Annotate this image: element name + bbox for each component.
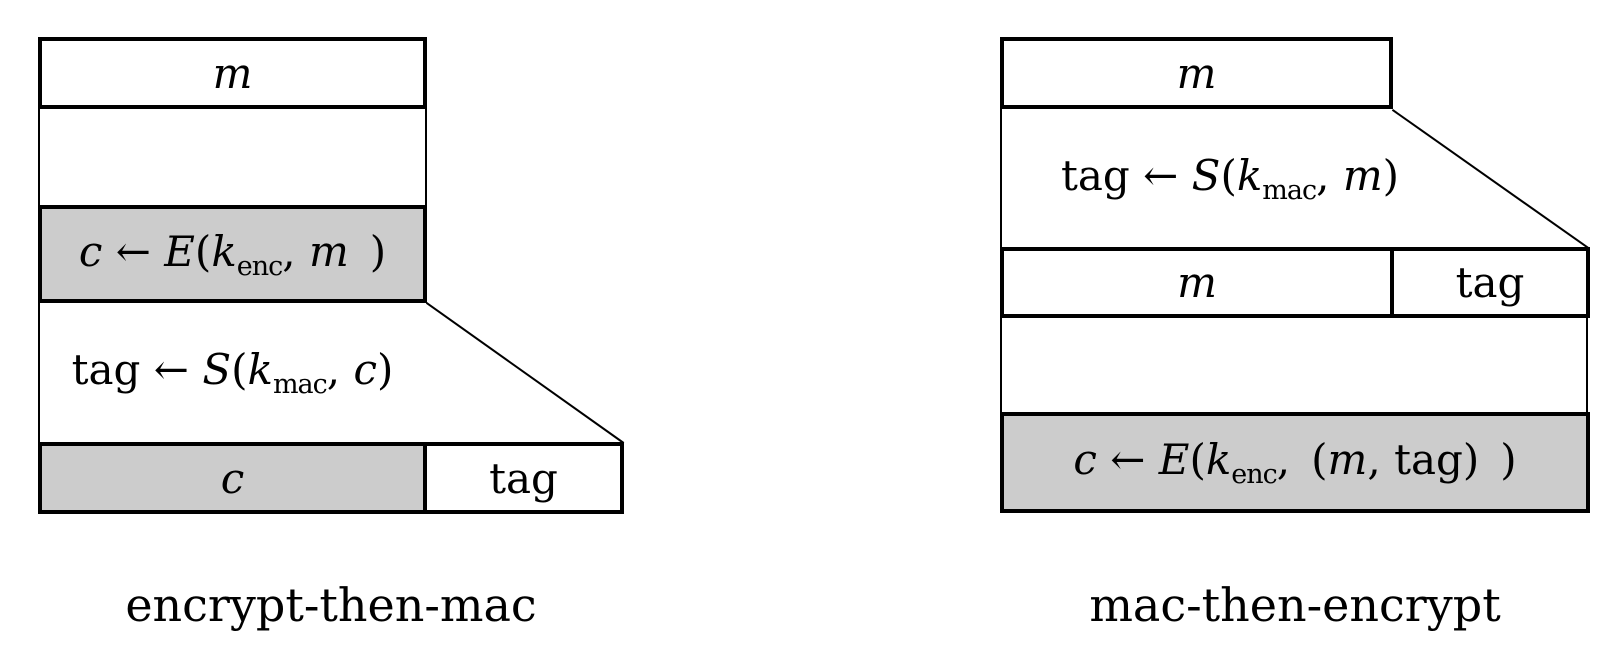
mte-row-tag-label: tag — [1455, 258, 1525, 307]
mte-message-label: m — [1176, 48, 1217, 98]
mte-message-cell: m — [1000, 247, 1394, 318]
mte-caption: mac-then-encrypt — [1089, 578, 1501, 632]
etm-mac-formula: tag ← S(kmac, c) — [71, 345, 394, 400]
etm-gap-walls — [38, 105, 427, 209]
mte-encrypt-step-box: c ← E(kenc, (m, tag) ) — [1000, 412, 1590, 513]
mte-message-box: m — [1000, 37, 1393, 109]
etm-tag-cell: tag — [423, 442, 624, 514]
etm-ciphertext-cell: c — [38, 442, 427, 514]
etm-message-label: m — [212, 48, 253, 98]
mte-gap-walls — [1000, 314, 1588, 416]
mte-mac-region-left-wall — [1000, 108, 1002, 247]
mte-encrypt-formula: c ← E(kenc, (m, tag) ) — [1073, 435, 1517, 490]
etm-encrypt-step-box: c ← E(kenc, m ) — [38, 205, 427, 303]
mte-row-m-label: m — [1177, 258, 1217, 307]
etm-tag-label: tag — [489, 453, 558, 503]
etm-mac-step-region: tag ← S(kmac, c) — [38, 303, 427, 442]
etm-message-box: m — [38, 37, 427, 109]
etm-diagonal-line — [425, 302, 625, 444]
mte-row-tag-cell: tag — [1390, 247, 1590, 318]
mte-mac-step-region: tag ← S(kmac, m) — [1000, 109, 1460, 247]
etm-caption: encrypt-then-mac — [125, 578, 537, 632]
etm-mac-region-left-wall — [38, 301, 40, 444]
mte-mac-formula: tag ← S(kmac, m) — [1060, 150, 1400, 206]
etm-encrypt-formula: c ← E(kenc, m ) — [78, 226, 387, 282]
etm-ciphertext-label: c — [220, 453, 245, 503]
